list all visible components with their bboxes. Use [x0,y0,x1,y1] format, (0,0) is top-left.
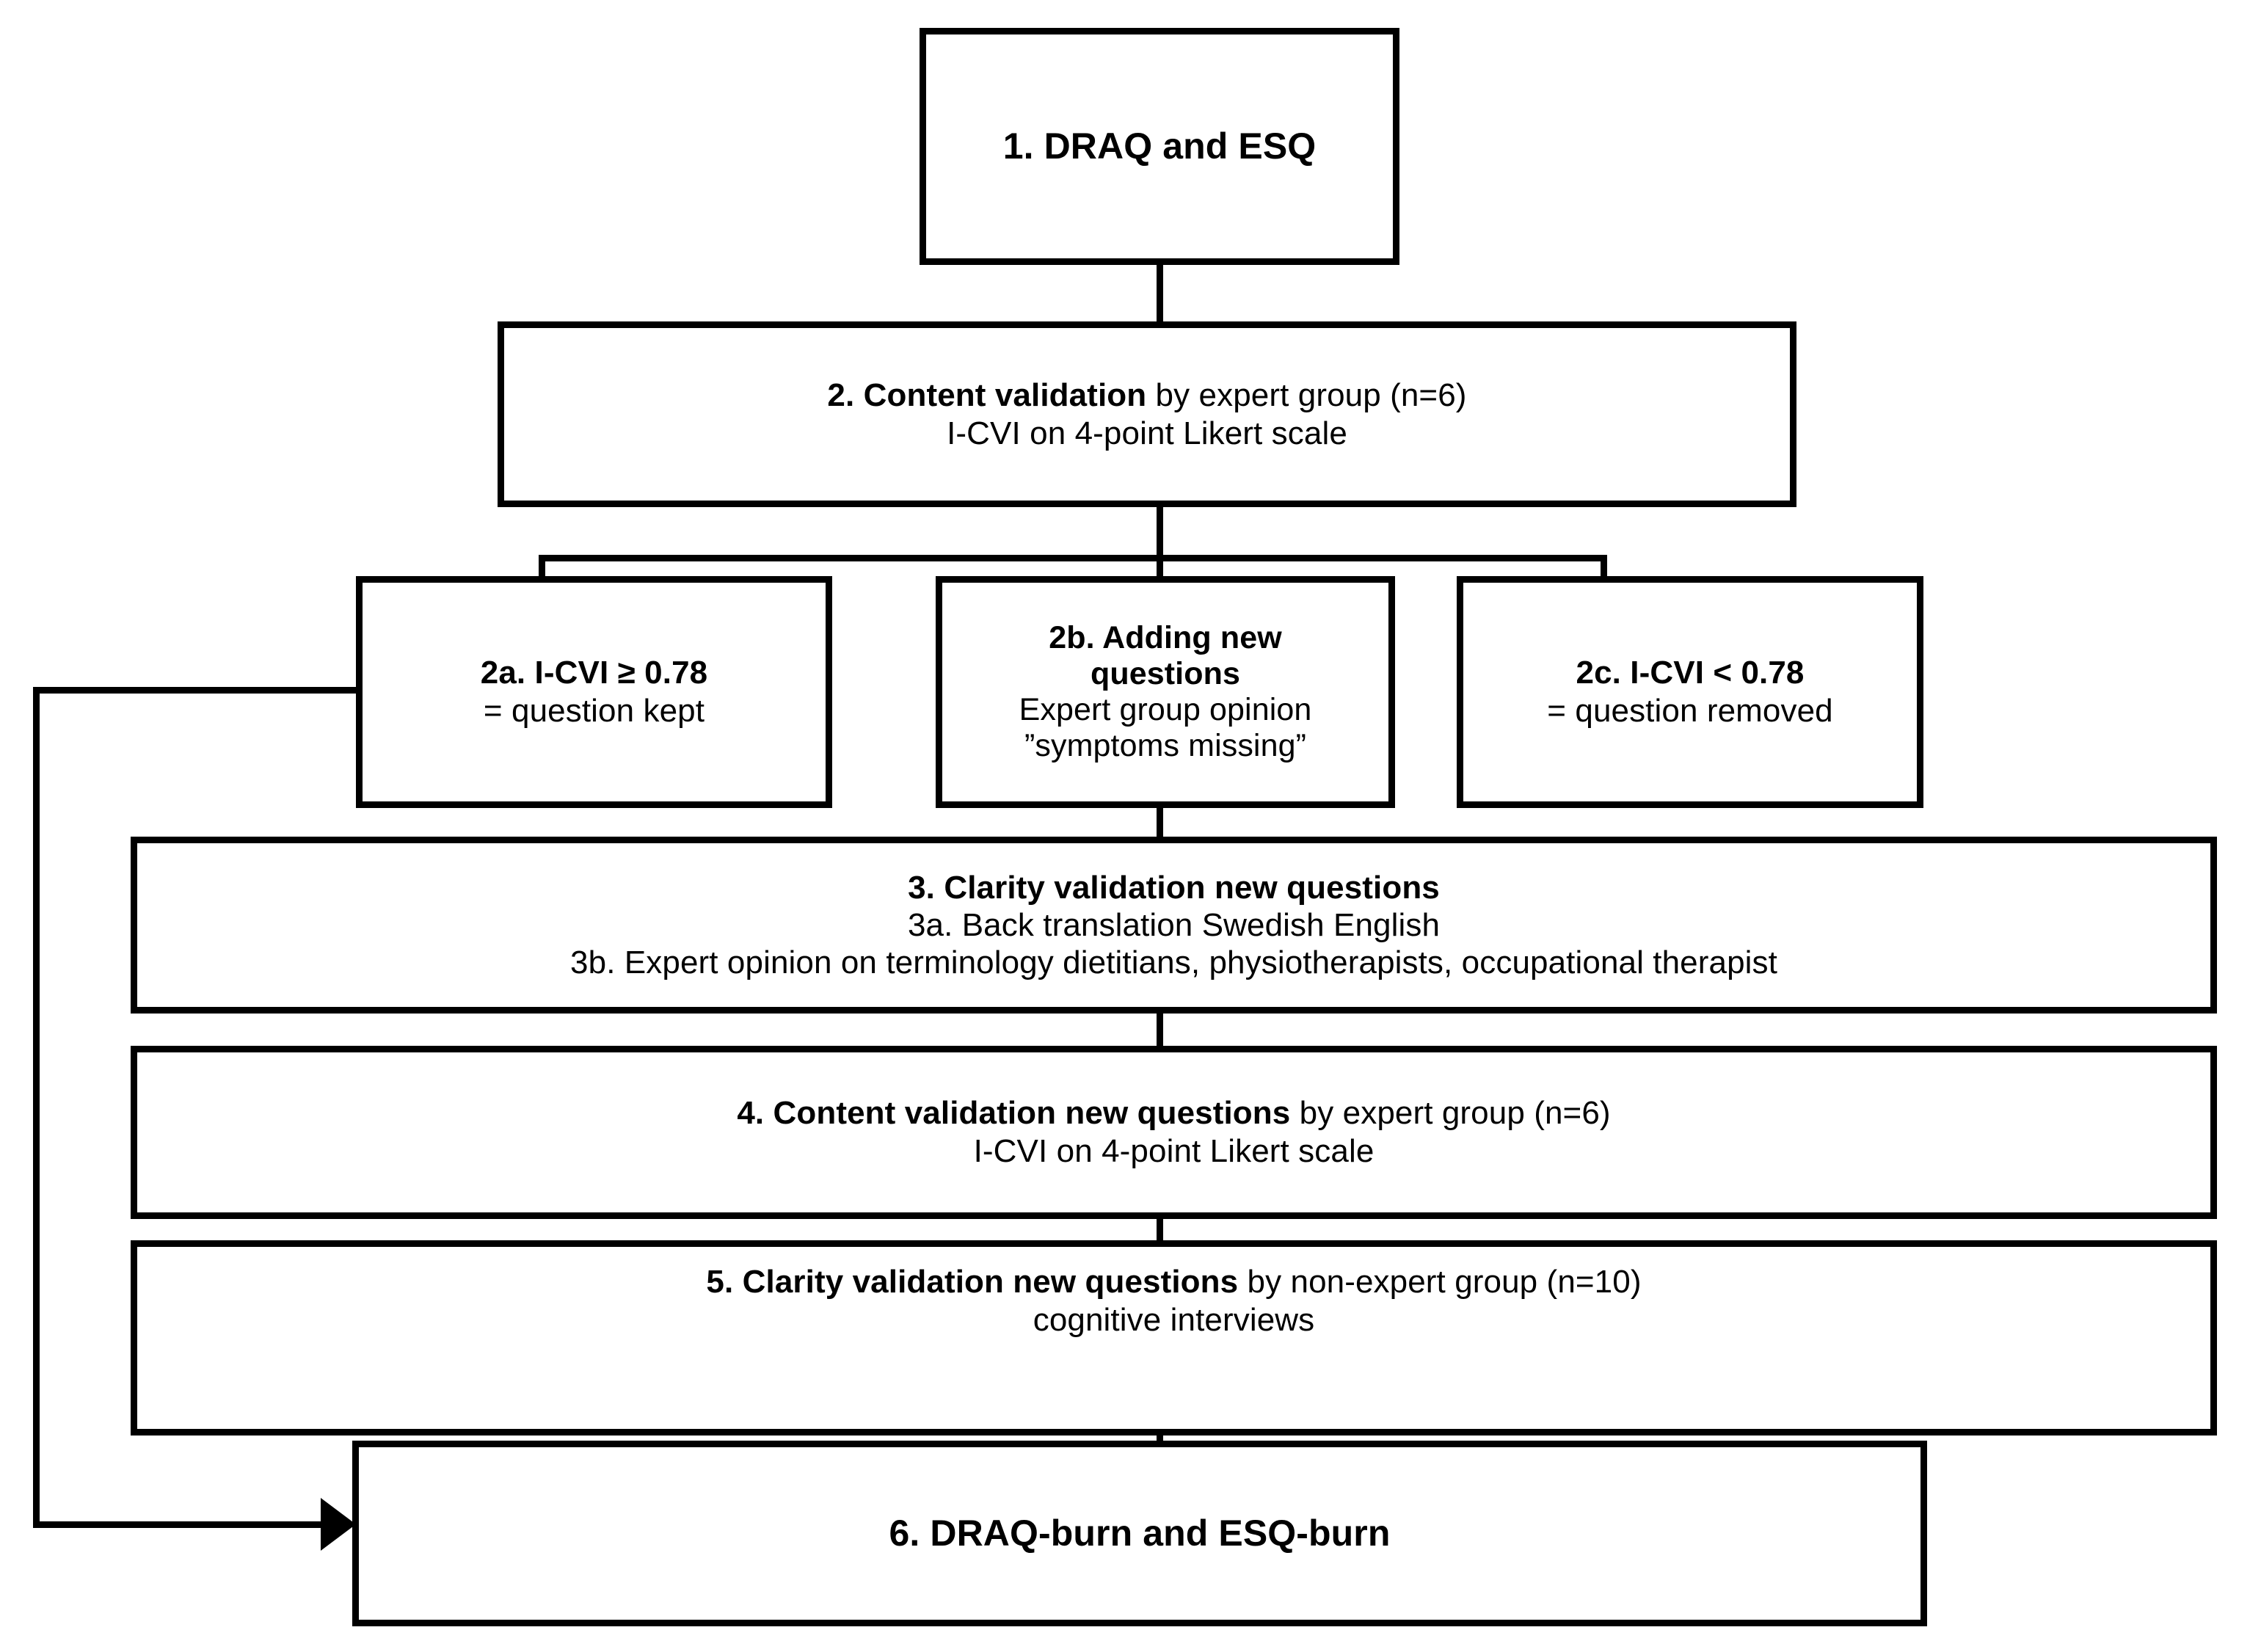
node-2b-line-3: Expert group opinion [1019,692,1312,727]
node-4-line-1-rest: by expert group (n=6) [1290,1095,1611,1132]
node-4-line-1: 4. Content validation new questions by e… [137,1094,2210,1132]
node-2-line-1-rest: by expert group (n=6) [1146,376,1467,413]
node-2b-line-2: questions [1091,655,1240,691]
node-5-line-1-rest: by non-expert group (n=10) [1238,1264,1642,1300]
node-2b-adding-new-questions[interactable]: 2b. Adding new questions Expert group op… [936,576,1395,808]
node-5-line-2: cognitive interviews [1033,1301,1315,1338]
branch-bar [539,555,1607,561]
connector-node3-to-node4 [1157,1011,1163,1048]
node-1-line-1: 1. DRAQ and ESQ [1002,125,1317,167]
node-6-draq-burn-and-esq-burn[interactable]: 6. DRAQ-burn and ESQ-burn [352,1441,1927,1626]
node-2a-icvi-ge-078[interactable]: 2a. I-CVI ≥ 0.78 = question kept [356,576,832,808]
connector-node4-to-node5 [1157,1217,1163,1243]
node-2c-line-1: 2c. I-CVI < 0.78 [1576,655,1805,691]
node-2-line-1: 2. Content validation by expert group (n… [504,376,1790,415]
node-4-line-2: I-CVI on 4-point Likert scale [973,1133,1375,1169]
node-6-line-1: 6. DRAQ-burn and ESQ-burn [889,1513,1391,1554]
feedback-loop-bottom-segment [33,1521,327,1528]
node-2c-line-2: = question removed [1547,693,1833,729]
connector-node1-to-node2 [1157,263,1163,324]
node-4-line-1-bold: 4. Content validation new questions [737,1095,1291,1132]
connector-node2-to-branch-bar [1157,505,1163,559]
node-5-line-1: 5. Clarity validation new questions by n… [137,1263,2210,1301]
node-2b-line-1: 2b. Adding new [1049,619,1282,655]
connector-node5-to-node6 [1157,1433,1163,1444]
connector-node2b-to-node3 [1157,806,1163,840]
node-2b-line-4: ”symptoms missing” [1024,728,1307,764]
node-2-content-validation[interactable]: 2. Content validation by expert group (n… [498,321,1796,507]
node-3-line-3: 3b. Expert opinion on terminology dietit… [570,945,1777,981]
node-3-line-1: 3. Clarity validation new questions [908,869,1440,906]
node-2-line-1-bold: 2. Content validation [827,376,1147,413]
node-5-clarity-validation-new-questions[interactable]: 5. Clarity validation new questions by n… [131,1240,2217,1436]
arrowhead-icon [321,1498,356,1551]
connector-branch-to-node2b [1157,555,1163,579]
feedback-loop-top-segment [33,687,360,694]
connector-branch-to-node2a [539,555,545,579]
node-5-line-1-bold: 5. Clarity validation new questions [706,1264,1239,1300]
node-2c-icvi-lt-078[interactable]: 2c. I-CVI < 0.78 = question removed [1457,576,1923,808]
node-2-line-2: I-CVI on 4-point Likert scale [947,415,1347,451]
connector-branch-to-node2c [1601,555,1607,579]
node-2a-line-1: 2a. I-CVI ≥ 0.78 [480,655,708,691]
feedback-loop-left-rail [33,687,40,1528]
node-2a-line-2: = question kept [483,693,705,729]
node-4-content-validation-new-questions[interactable]: 4. Content validation new questions by e… [131,1046,2217,1219]
node-1-draq-and-esq[interactable]: 1. DRAQ and ESQ [920,28,1399,265]
node-3-line-2: 3a. Back translation Swedish English [907,906,1441,943]
node-3-clarity-validation-new-questions[interactable]: 3. Clarity validation new questions 3a. … [131,837,2217,1014]
